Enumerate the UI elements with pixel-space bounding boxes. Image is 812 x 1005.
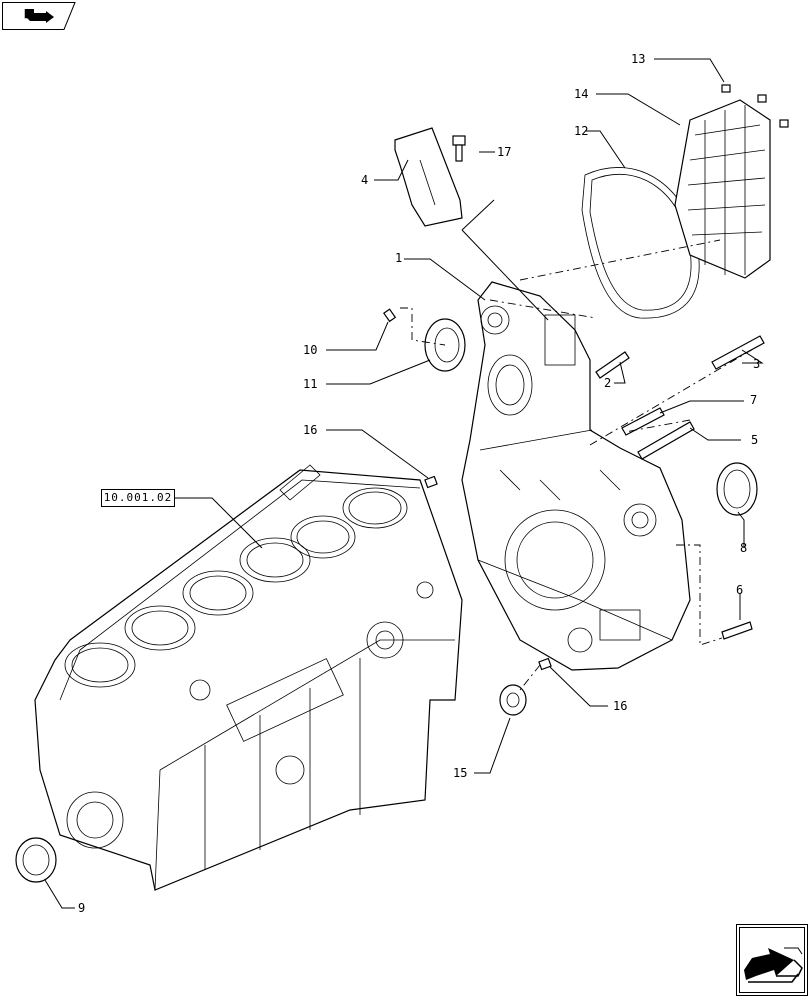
assembly-lines bbox=[400, 239, 761, 691]
bolt-17 bbox=[452, 135, 466, 162]
ring-8 bbox=[716, 462, 758, 516]
callout-13: 13 bbox=[631, 52, 645, 66]
callout-10: 10 bbox=[303, 343, 317, 357]
bolt-5 bbox=[637, 421, 695, 460]
bracket-4 bbox=[394, 127, 463, 227]
callout-16-a: 16 bbox=[303, 423, 317, 437]
callout-14: 14 bbox=[574, 87, 588, 101]
callout-labels: 1 2 3 4 5 6 7 8 9 10 11 12 13 14 15 16 1… bbox=[78, 52, 760, 915]
callout-1: 1 bbox=[395, 251, 402, 265]
leader-lines bbox=[44, 58, 764, 909]
plug-16-b bbox=[538, 657, 552, 671]
ring-9 bbox=[15, 837, 57, 883]
callout-15: 15 bbox=[453, 766, 467, 780]
flywheel-housing bbox=[461, 281, 691, 671]
bolt-3 bbox=[711, 335, 765, 370]
callout-3: 3 bbox=[753, 357, 760, 371]
screw-10 bbox=[383, 308, 397, 323]
callout-12: 12 bbox=[574, 124, 588, 138]
previous-page-button[interactable] bbox=[2, 2, 76, 30]
next-page-button[interactable] bbox=[736, 924, 808, 996]
callout-4: 4 bbox=[361, 173, 368, 187]
plug-16-a bbox=[424, 475, 438, 489]
engine-block bbox=[34, 464, 463, 891]
callout-2: 2 bbox=[604, 376, 611, 390]
bolt-6 bbox=[721, 621, 753, 640]
callout-11: 11 bbox=[303, 377, 317, 391]
callout-5: 5 bbox=[751, 433, 758, 447]
callout-9: 9 bbox=[78, 901, 85, 915]
bolt-7 bbox=[621, 407, 665, 436]
cover-14 bbox=[674, 99, 771, 279]
callout-8: 8 bbox=[740, 541, 747, 555]
reference-link-10-001-02[interactable]: 10.001.02 bbox=[101, 489, 175, 507]
arrow-back-icon bbox=[2, 2, 76, 30]
bolt-2 bbox=[595, 351, 630, 379]
nuts-13 bbox=[721, 84, 789, 128]
callout-16-b: 16 bbox=[613, 699, 627, 713]
plug-15 bbox=[499, 684, 527, 716]
arrow-forward-icon bbox=[736, 924, 808, 996]
gasket-12 bbox=[581, 167, 700, 319]
callout-17: 17 bbox=[497, 145, 511, 159]
callout-7: 7 bbox=[750, 393, 757, 407]
callout-6: 6 bbox=[736, 583, 743, 597]
